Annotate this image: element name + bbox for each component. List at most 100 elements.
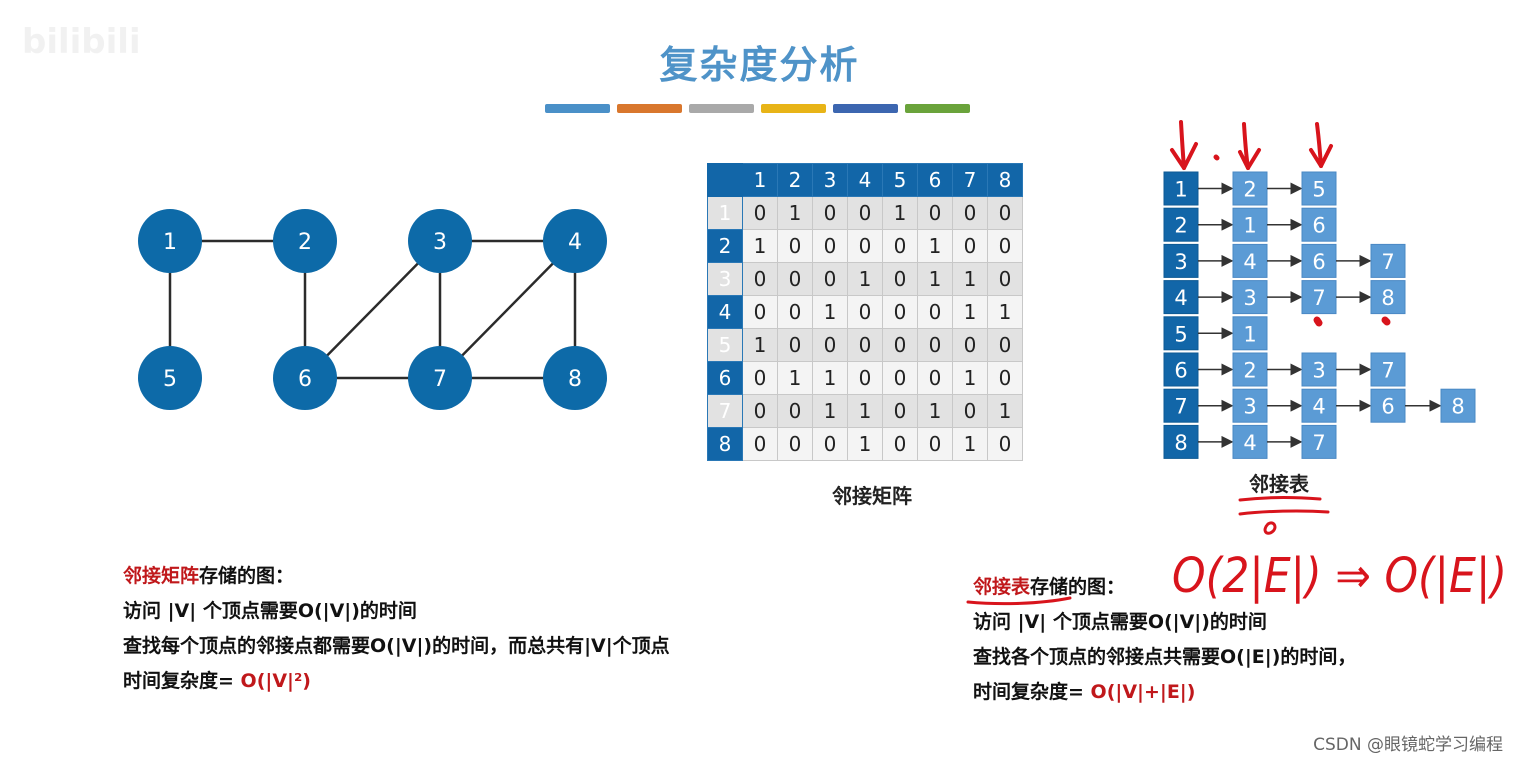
handwritten-mark	[1313, 316, 1323, 327]
graph-node	[543, 209, 607, 273]
graph-node	[408, 346, 472, 410]
list-node-label: 4	[1312, 395, 1325, 419]
list-node-cell	[1232, 280, 1268, 315]
list-head-cell	[1163, 280, 1199, 315]
matrix-cell: 0	[882, 361, 918, 395]
color-strip-segment	[617, 104, 682, 113]
list-head-label: 6	[1174, 359, 1187, 383]
graph-node	[543, 346, 607, 410]
matrix-cell: 0	[777, 394, 813, 428]
matrix-cell: 0	[987, 196, 1023, 230]
matrix-cell: 0	[917, 427, 953, 461]
list-head-cell	[1163, 316, 1199, 351]
handwritten-mark	[1381, 316, 1391, 326]
list-node-label: 2	[1243, 178, 1256, 202]
matrix-cell: 0	[742, 262, 778, 296]
list-line-4-prefix: 时间复杂度=	[973, 681, 1091, 703]
color-strip	[545, 104, 970, 113]
list-node-label: 8	[1451, 395, 1464, 419]
matrix-col-header: 1	[742, 163, 778, 197]
graph-node	[273, 209, 337, 273]
list-node-label: 4	[1243, 431, 1256, 455]
graph-node	[138, 209, 202, 273]
list-node-label: 5	[1312, 178, 1325, 202]
matrix-cell: 0	[882, 295, 918, 329]
graph-node	[138, 346, 202, 410]
list-node-cell	[1232, 243, 1268, 278]
matrix-line-1-suffix: 存储的图：	[199, 565, 295, 587]
matrix-cell: 0	[987, 328, 1023, 362]
graph-node-label: 6	[298, 367, 312, 392]
list-line-3: 查找各个顶点的邻接点共需要O(|E|)的时间，	[973, 646, 1357, 668]
list-node-cell	[1301, 207, 1337, 242]
matrix-cell: 0	[847, 196, 883, 230]
handwritten-mark	[1263, 521, 1277, 535]
matrix-cell: 1	[882, 196, 918, 230]
matrix-cell: 1	[847, 427, 883, 461]
matrix-col-header: 8	[987, 163, 1023, 197]
matrix-line-4: 时间复杂度= O(|V|²)	[123, 664, 670, 699]
graph-node-label: 3	[433, 230, 447, 255]
matrix-cell: 1	[952, 427, 988, 461]
list-head-cell	[1163, 171, 1199, 206]
list-node-label: 1	[1243, 214, 1256, 238]
list-node-label: 3	[1312, 359, 1325, 383]
matrix-cell: 0	[812, 196, 848, 230]
list-node-cell	[1232, 207, 1268, 242]
graph-node-label: 5	[163, 367, 177, 392]
matrix-cell: 0	[917, 295, 953, 329]
graph-node	[273, 346, 337, 410]
color-strip-segment	[689, 104, 754, 113]
list-head-cell	[1163, 388, 1199, 423]
list-node-label: 8	[1381, 286, 1394, 310]
list-node-cell	[1370, 352, 1406, 387]
graph-node-label: 1	[163, 230, 177, 255]
matrix-cell: 0	[882, 328, 918, 362]
matrix-row-header: 7	[707, 394, 743, 428]
matrix-cell: 0	[882, 394, 918, 428]
matrix-cell: 1	[917, 262, 953, 296]
matrix-cell: 0	[882, 427, 918, 461]
handwritten-formula: O(2|E|) ⇒ O(|E|)	[1172, 548, 1507, 604]
color-strip-segment	[761, 104, 826, 113]
matrix-cell: 1	[777, 361, 813, 395]
handwritten-mark	[1213, 154, 1220, 161]
matrix-cell: 0	[742, 394, 778, 428]
graph-node-label: 4	[568, 230, 582, 255]
list-node-label: 7	[1381, 359, 1394, 383]
list-line-1: 邻接表存储的图：	[973, 570, 1356, 605]
slide-title: 复杂度分析	[659, 43, 860, 87]
matrix-cell: 0	[812, 328, 848, 362]
matrix-cell: 0	[882, 262, 918, 296]
matrix-cell: 1	[917, 229, 953, 263]
list-node-label: 6	[1381, 395, 1394, 419]
matrix-cell: 0	[847, 328, 883, 362]
matrix-cell: 0	[812, 262, 848, 296]
matrix-cell: 1	[952, 295, 988, 329]
list-line-1-suffix: 存储的图：	[1030, 576, 1126, 598]
list-node-label: 2	[1243, 359, 1256, 383]
matrix-cell: 1	[847, 394, 883, 428]
matrix-cell: 0	[777, 328, 813, 362]
matrix-cell: 0	[952, 328, 988, 362]
handwritten-mark	[1238, 148, 1261, 170]
list-node-cell	[1370, 243, 1406, 278]
matrix-cell: 1	[917, 394, 953, 428]
list-node-label: 4	[1243, 250, 1256, 274]
matrix-complexity-value: O(|V|²)	[240, 670, 311, 692]
matrix-line-1: 邻接矩阵存储的图：	[123, 559, 670, 594]
list-head-label: 4	[1174, 286, 1187, 310]
matrix-cell: 0	[952, 394, 988, 428]
matrix-cell: 0	[742, 427, 778, 461]
list-node-label: 7	[1312, 431, 1325, 455]
matrix-cell: 0	[812, 229, 848, 263]
matrix-cell: 0	[742, 196, 778, 230]
